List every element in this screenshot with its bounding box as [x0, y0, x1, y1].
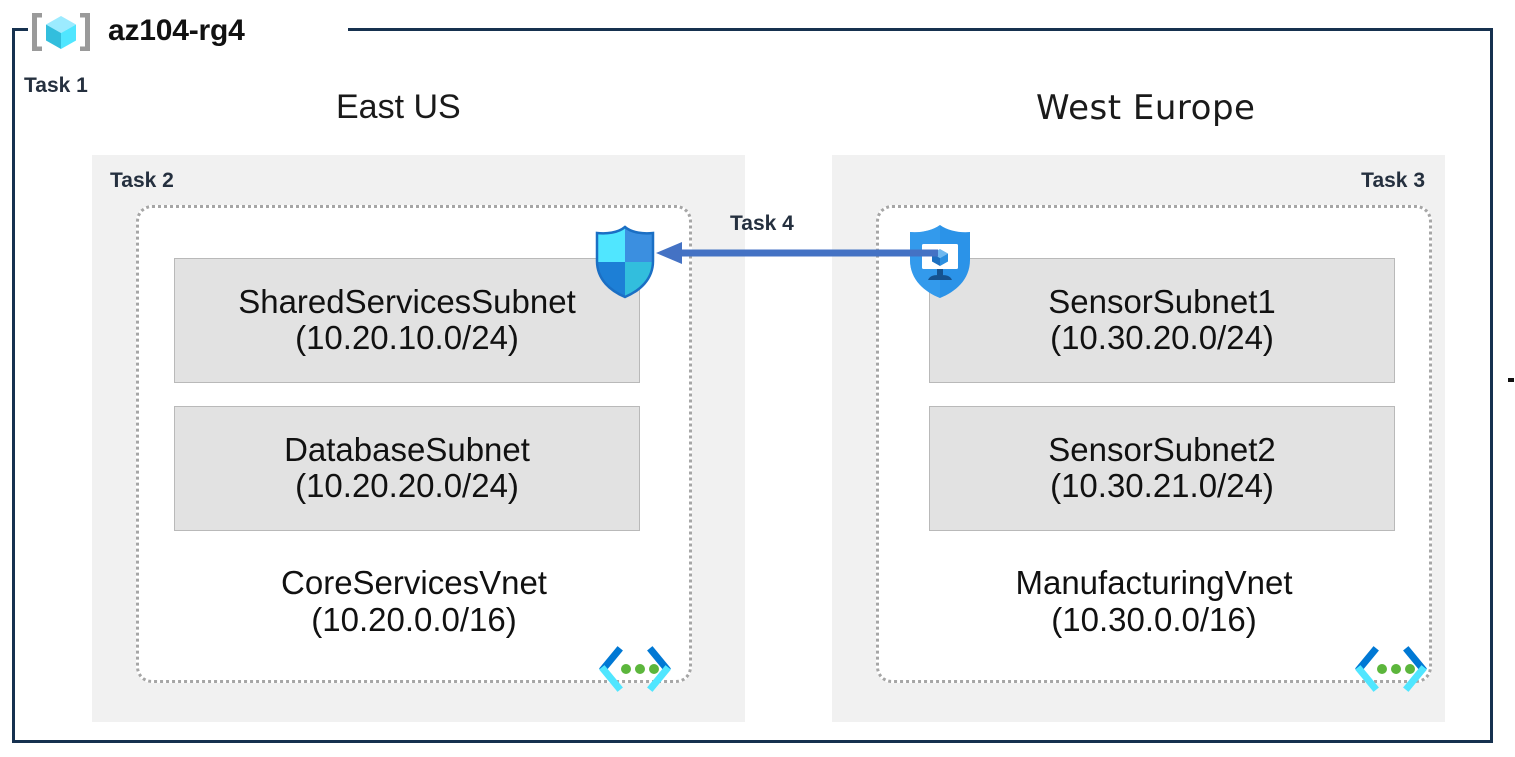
vnet-name: ManufacturingVnet — [1015, 564, 1293, 601]
vnet-caption-coreservices: CoreServicesVnet (10.20.0.0/16) — [136, 564, 692, 639]
subnet-cidr: (10.30.20.0/24) — [1050, 318, 1274, 356]
region-title-west-europe: West Europe — [1036, 88, 1256, 128]
subnet-cidr: (10.20.10.0/24) — [295, 318, 519, 356]
subnet-databasesubnet: DatabaseSubnet (10.20.20.0/24) — [174, 406, 640, 531]
task-2-label: Task 2 — [110, 169, 174, 192]
subnet-sensorsubnet1: SensorSubnet1 (10.30.20.0/24) — [929, 258, 1395, 383]
subnet-name: SensorSubnet1 — [1048, 282, 1276, 320]
subnet-sensorsubnet2: SensorSubnet2 (10.30.21.0/24) — [929, 406, 1395, 531]
resource-group-name: az104-rg4 — [108, 14, 245, 47]
vnet-peering-arrow — [656, 242, 938, 264]
resource-group-title: az104-rg4 — [28, 14, 348, 48]
subnet-cidr: (10.20.20.0/24) — [295, 466, 519, 504]
vnet-cidr: (10.20.0.0/16) — [311, 600, 517, 638]
subnet-name: SharedServicesSubnet — [238, 282, 576, 320]
subnet-name: DatabaseSubnet — [284, 430, 530, 468]
network-security-group-shield-icon — [595, 225, 655, 299]
virtual-network-icon — [1355, 646, 1427, 692]
bastion-shield-icon — [910, 225, 970, 298]
edge-artifact-mark — [1508, 378, 1514, 382]
virtual-network-icon — [599, 646, 671, 692]
task-4-label: Task 4 — [730, 212, 794, 235]
subnet-sharedservicessubnet: SharedServicesSubnet (10.20.10.0/24) — [174, 258, 640, 383]
task-3-label: Task 3 — [1361, 169, 1425, 192]
region-title-east-us: East US — [336, 88, 461, 126]
resource-group-cube-icon — [32, 13, 90, 51]
subnet-cidr: (10.30.21.0/24) — [1050, 466, 1274, 504]
subnet-name: SensorSubnet2 — [1048, 430, 1276, 468]
task-1-label: Task 1 — [24, 74, 88, 97]
vnet-cidr: (10.30.0.0/16) — [1051, 600, 1257, 638]
vnet-name: CoreServicesVnet — [281, 564, 547, 601]
vnet-caption-manufacturing: ManufacturingVnet (10.30.0.0/16) — [876, 564, 1432, 639]
